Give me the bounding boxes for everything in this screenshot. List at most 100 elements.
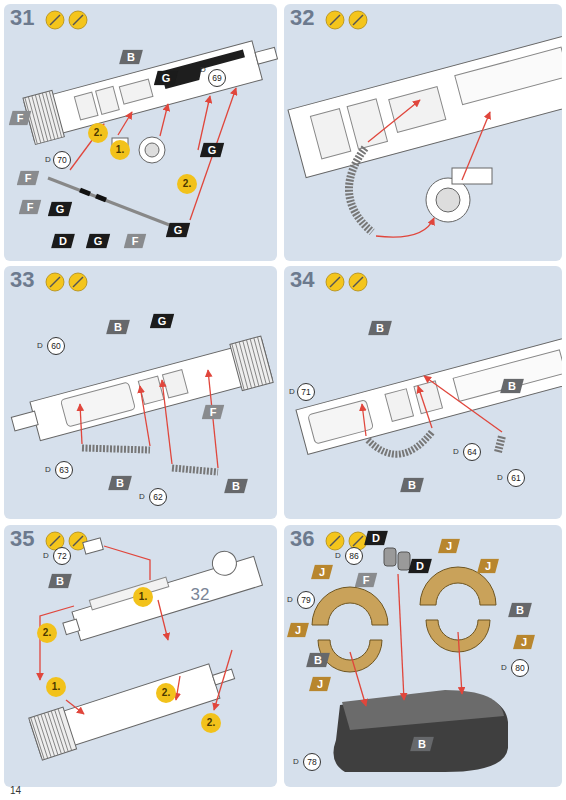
receiver-part bbox=[56, 543, 262, 644]
color-tag: B bbox=[48, 574, 72, 589]
order-number: 2. bbox=[156, 683, 176, 703]
order-number: 2. bbox=[88, 123, 108, 143]
color-tag: B bbox=[400, 478, 424, 493]
order-number: 1. bbox=[110, 140, 130, 160]
part-number: 70 bbox=[53, 151, 71, 169]
part-sprue-letter: D bbox=[45, 466, 51, 474]
display-base bbox=[333, 690, 508, 772]
receiver-part bbox=[23, 32, 283, 145]
part-number: 62 bbox=[149, 488, 167, 506]
assembly-arrow bbox=[350, 574, 462, 706]
color-tag: F bbox=[19, 200, 42, 215]
color-tag: B bbox=[119, 50, 143, 65]
color-tag: F bbox=[355, 573, 378, 588]
step-number: 33 bbox=[10, 269, 34, 291]
step-panel: 35 bbox=[4, 525, 277, 787]
part-number: 78 bbox=[303, 753, 321, 771]
part-number: 60 bbox=[47, 337, 65, 355]
assembly-arrow bbox=[368, 100, 490, 237]
part-number: 72 bbox=[53, 547, 71, 565]
color-tag: G bbox=[86, 234, 111, 249]
assembly-arrow bbox=[80, 370, 218, 468]
color-tag: B bbox=[108, 476, 132, 491]
color-tag: G bbox=[150, 314, 175, 329]
part-number: 71 bbox=[297, 383, 315, 401]
tube-part bbox=[498, 436, 502, 452]
color-tag: B bbox=[500, 379, 524, 394]
color-tag: B bbox=[410, 737, 434, 752]
part-number: 63 bbox=[55, 461, 73, 479]
assembly-arrow bbox=[70, 88, 236, 220]
part-sprue-letter: D bbox=[501, 664, 507, 672]
color-tag: J bbox=[477, 559, 499, 574]
hose-part bbox=[368, 432, 432, 454]
pad-part bbox=[83, 538, 103, 554]
step-number: 34 bbox=[290, 269, 314, 291]
order-number: 2. bbox=[201, 713, 221, 733]
assembly-arrow bbox=[40, 546, 232, 714]
step-reference: 32 bbox=[191, 586, 210, 603]
step-number: 36 bbox=[290, 528, 314, 550]
part-sprue-letter: D bbox=[289, 388, 295, 396]
color-tag: B bbox=[224, 479, 248, 494]
color-tag: F bbox=[202, 405, 225, 420]
tube-part bbox=[82, 448, 218, 472]
part-sprue-letter: D bbox=[453, 448, 459, 456]
part-sprue-letter: D bbox=[37, 342, 43, 350]
hose-part bbox=[349, 148, 372, 232]
order-number: 2. bbox=[37, 623, 57, 643]
color-tag: G bbox=[154, 71, 179, 86]
color-tag: J bbox=[309, 677, 331, 692]
step-number: 32 bbox=[290, 7, 314, 29]
part-number: 79 bbox=[297, 591, 315, 609]
color-tag: F bbox=[9, 111, 32, 126]
receiver-part bbox=[29, 654, 240, 760]
part-sprue-letter: D bbox=[45, 156, 51, 164]
part-number: 80 bbox=[511, 659, 529, 677]
color-tag: D bbox=[364, 531, 388, 546]
receiver-part bbox=[288, 32, 562, 177]
step-panel: 32 bbox=[284, 4, 562, 261]
color-tag: B bbox=[306, 653, 330, 668]
color-tag: G bbox=[200, 143, 225, 158]
ring-part bbox=[312, 567, 496, 672]
order-number: 1. bbox=[133, 587, 153, 607]
part-number: 86 bbox=[345, 547, 363, 565]
assembly-arrow bbox=[362, 376, 502, 436]
part-sprue-letter: D bbox=[200, 66, 206, 74]
color-tag: G bbox=[48, 202, 73, 217]
receiver-part bbox=[8, 336, 273, 450]
order-number: 1. bbox=[46, 677, 66, 697]
part-sprue-letter: D bbox=[43, 552, 49, 560]
part-number: 69 bbox=[208, 69, 226, 87]
color-tag: B bbox=[368, 321, 392, 336]
color-tag: J bbox=[438, 539, 460, 554]
color-tag: G bbox=[166, 223, 191, 238]
peg-part bbox=[384, 548, 410, 570]
order-number: 2. bbox=[177, 174, 197, 194]
color-tag: B bbox=[508, 603, 532, 618]
receiver-part bbox=[296, 335, 562, 454]
part-number: 61 bbox=[507, 469, 525, 487]
color-tag: J bbox=[513, 635, 535, 650]
color-tag: J bbox=[311, 565, 333, 580]
part-sprue-letter: D bbox=[293, 758, 299, 766]
color-tag: F bbox=[124, 234, 147, 249]
color-tag: B bbox=[106, 320, 130, 335]
step-number: 31 bbox=[10, 7, 34, 29]
step-number: 35 bbox=[10, 528, 34, 550]
color-tag: D bbox=[408, 559, 432, 574]
page-number: 14 bbox=[10, 786, 21, 796]
part-sprue-letter: D bbox=[335, 552, 341, 560]
color-tag: J bbox=[287, 623, 309, 638]
part-sprue-letter: D bbox=[497, 474, 503, 482]
color-tag: F bbox=[17, 171, 40, 186]
rod-part bbox=[48, 178, 172, 226]
part-sprue-letter: D bbox=[139, 493, 145, 501]
part-number: 64 bbox=[463, 443, 481, 461]
step-panel: 31 bbox=[4, 4, 277, 261]
part-sprue-letter: D bbox=[287, 596, 293, 604]
color-tag: D bbox=[51, 234, 75, 249]
